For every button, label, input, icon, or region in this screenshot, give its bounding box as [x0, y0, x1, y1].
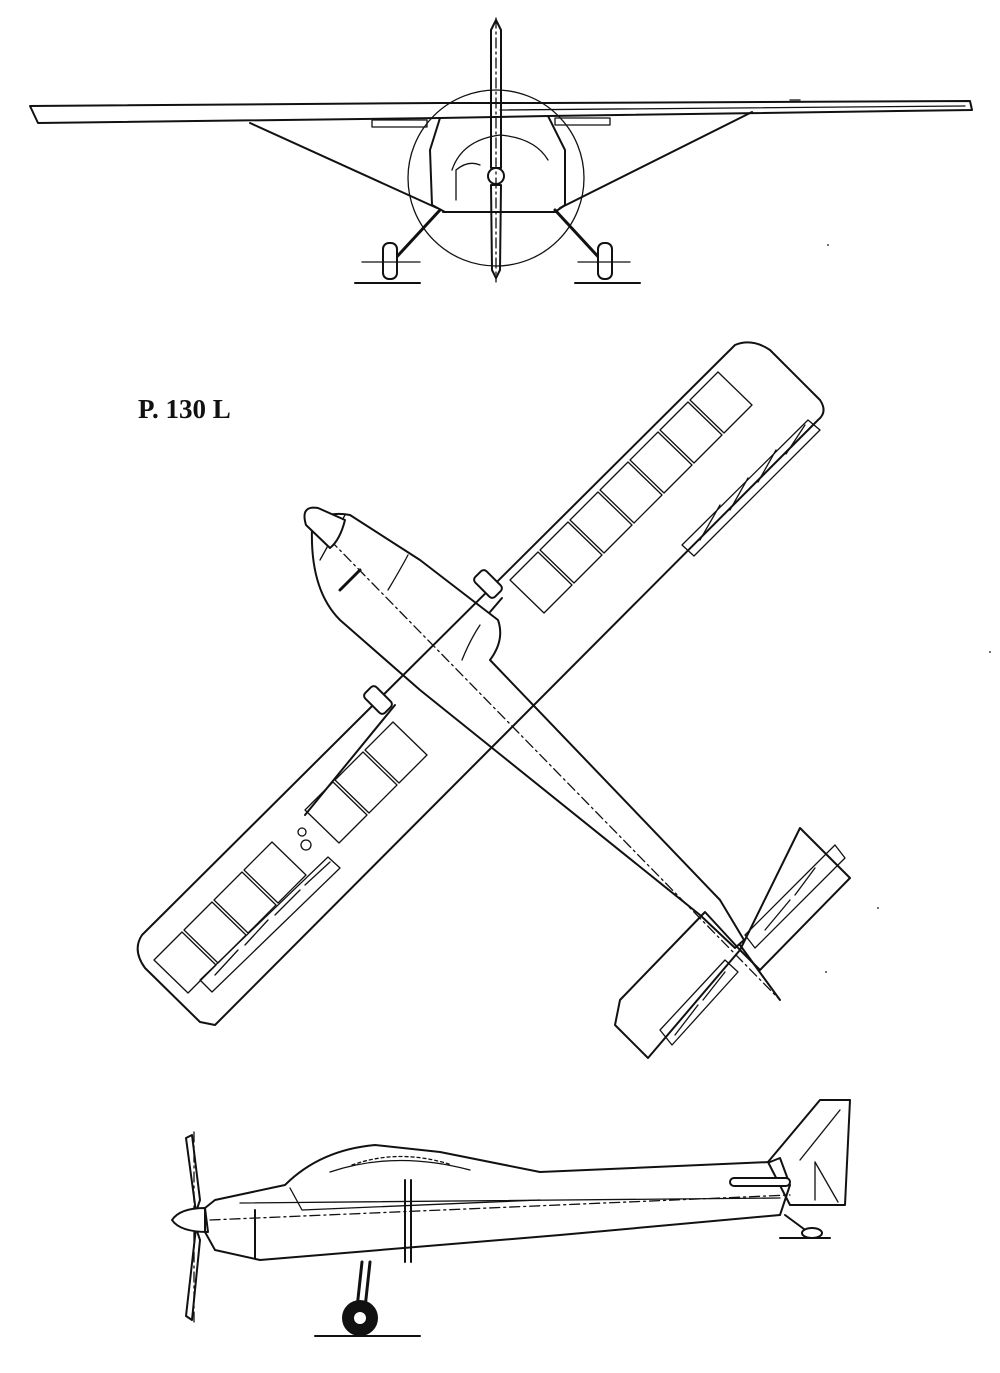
- top-wing: [136, 341, 825, 1026]
- top-fuselage: [303, 506, 781, 1001]
- side-main-gear: [314, 1260, 421, 1337]
- front-propeller: [407, 17, 585, 283]
- side-propeller: [171, 1131, 209, 1326]
- side-view: [171, 1099, 851, 1337]
- front-wing-struts: [249, 111, 753, 209]
- front-fuselage: [371, 115, 611, 213]
- top-view: [136, 341, 851, 1059]
- side-tailwheel: [779, 1214, 831, 1239]
- front-landing-gear: [354, 208, 641, 284]
- top-horizontal-tail: [614, 827, 851, 1059]
- front-wing: [29, 99, 973, 124]
- side-fin: [729, 1099, 851, 1206]
- paper-specks: [825, 244, 991, 973]
- aircraft-designation: P. 130 L: [138, 394, 231, 424]
- side-fuselage: [204, 1144, 791, 1263]
- front-view: [29, 17, 973, 284]
